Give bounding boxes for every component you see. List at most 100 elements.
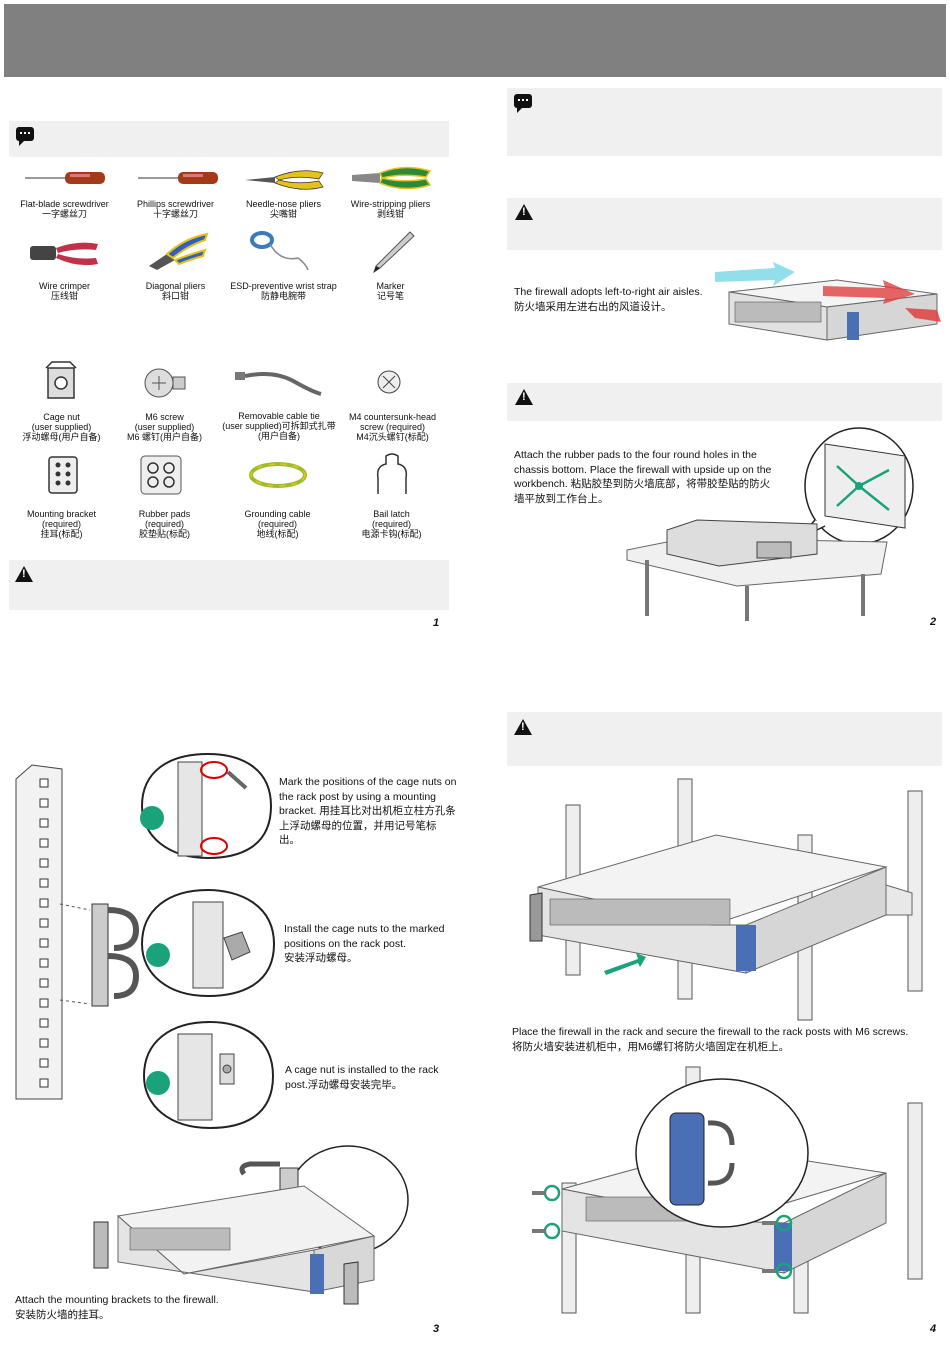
part-line: 电源卡钩(标配): [361, 529, 422, 539]
phillips-screwdriver-icon: [138, 172, 218, 184]
part-line: (用户自备): [258, 431, 300, 441]
part-line: Bail latch: [373, 509, 410, 519]
step1-callout: [140, 752, 273, 860]
page-number: 1: [433, 617, 440, 629]
part-line: M6 螺钉(用户自备): [127, 432, 202, 442]
warning-box: [507, 712, 942, 766]
step-2-dot: [146, 943, 170, 967]
step3-text-zh: 浮动螺母安装完毕。: [307, 1078, 403, 1091]
part-line: (required): [144, 519, 184, 529]
tool-name-zh: 十字螺丝刀: [152, 209, 198, 219]
page-number: 2: [930, 616, 937, 628]
step2-text: Install the cage nuts to the marked posi…: [284, 922, 456, 966]
tool-name-en: Marker: [376, 281, 405, 291]
rack-text-en: Place the firewall in the rack and secur…: [512, 1026, 909, 1038]
tool-name-en: ESD-preventive wrist strap: [230, 281, 337, 291]
part-line: (required): [41, 519, 81, 529]
tool-name-zh: 尖嘴钳: [269, 209, 297, 219]
cage-nut-icon: [45, 361, 77, 399]
part-line: M4 countersunk-head: [348, 412, 437, 422]
rack-text-zh: 将防火墙安装进机柜中，用M6螺钉将防火墙固定在机柜上。: [512, 1040, 790, 1053]
part-line: (user supplied)可拆卸式扎带: [222, 421, 336, 431]
rack-text: Place the firewall in the rack and secur…: [512, 1025, 940, 1054]
rack-install-illustration: [529, 778, 923, 1021]
part-caption: Grounding cable(required)地线(标配): [220, 509, 335, 539]
warning-icon: [15, 566, 33, 582]
part-caption: Cage nut(user supplied)浮动螺母(用户自备): [4, 412, 119, 442]
rubber-pads-text: Attach the rubber pads to the four round…: [514, 449, 772, 505]
mounting-bracket-icon: [48, 456, 78, 494]
note-icon: [16, 127, 34, 146]
step3-callout: [142, 1020, 275, 1130]
step3-text-en: A cage nut is installed to the rack post…: [285, 1064, 439, 1091]
m4-screw-icon: [377, 370, 401, 394]
workbench-illustration: [626, 427, 914, 621]
part-line: Cage nut: [43, 412, 80, 422]
tool-name-zh: 一字螺丝刀: [41, 209, 87, 219]
tool-name-en: Phillips screwdriver: [136, 199, 215, 209]
part-line: Mounting bracket: [26, 509, 97, 519]
tool-name-zh: 压线钳: [50, 291, 78, 301]
cable-tie-icon: [235, 372, 322, 396]
step1-text-en: Mark the positions of the cage nuts on t…: [279, 776, 457, 817]
note-box: [9, 121, 449, 157]
part-line: (required): [371, 519, 411, 529]
airflow-text: The firewall adopts left-to-right air ai…: [514, 285, 724, 314]
part-line: 挂耳(标配): [40, 529, 83, 539]
tool-name-en: Needle-nose pliers: [245, 199, 322, 209]
warning-icon: [515, 204, 533, 220]
part-caption: Rubber pads(required)胶垫贴(标配): [107, 509, 222, 539]
step3-text: A cage nut is installed to the rack post…: [285, 1063, 455, 1092]
bail-latch-icon: [376, 453, 408, 494]
page-number: 3: [433, 1323, 440, 1335]
tool-name-en: Wire crimper: [39, 281, 90, 291]
part-line: Rubber pads: [138, 509, 191, 519]
part-line: M6 screw: [145, 412, 184, 422]
step1-text: Mark the positions of the cage nuts on t…: [279, 775, 457, 848]
step2-callout: [140, 888, 276, 998]
part-caption: Removable cable tie(user supplied)可拆卸式扎带…: [214, 411, 344, 441]
part-line: Grounding cable: [244, 509, 311, 519]
wire-crimper-icon: [30, 242, 98, 266]
bracket-firewall-illustration: [93, 1145, 409, 1305]
part-caption: Bail latch(required)电源卡钩(标配): [334, 509, 449, 539]
tool-name-zh: 记号笔: [376, 291, 404, 301]
airflow-text-zh: 防火墙采用左进右出的风道设计。: [514, 300, 672, 313]
step1-text-zh: 用挂耳比对出机柜立柱方孔条上浮动螺母的位置，并用记号笔标出。: [279, 805, 456, 846]
part-caption: M6 screw(user supplied)M6 螺钉(用户自备): [107, 412, 222, 442]
part-line: 地线(标配): [256, 529, 299, 539]
note-icon: [514, 94, 532, 113]
tool-name-en: Diagonal pliers: [145, 281, 206, 291]
part-line: (required): [257, 519, 297, 529]
bracket-alignment-illustration: [59, 903, 140, 1007]
note-box: [507, 88, 942, 156]
part-line: M4沉头螺钉(标配): [356, 432, 429, 442]
bracket-text: Attach the mounting brackets to the fire…: [15, 1293, 275, 1322]
m6-screw-icon: [144, 368, 186, 398]
warning-box: [9, 560, 449, 610]
grounding-cable-icon: [249, 462, 307, 488]
airflow-illustration: [715, 262, 941, 341]
screw-fasten-illustration: [532, 1066, 923, 1314]
airflow-text-en: The firewall adopts left-to-right air ai…: [514, 286, 703, 298]
part-line: (user supplied): [134, 422, 195, 432]
rubber-pads-icon: [140, 455, 182, 495]
bracket-text-zh: 安装防火墙的挂耳。: [15, 1308, 110, 1321]
warning-box: [507, 198, 942, 250]
page-number: 4: [930, 1323, 937, 1335]
step2-text-zh: 安装浮动螺母。: [284, 952, 358, 964]
part-line: 胶垫贴(标配): [139, 529, 190, 539]
part-line: Removable cable tie: [238, 411, 320, 421]
step-3-dot: [146, 1071, 170, 1095]
wrist-strap-icon: [250, 231, 309, 271]
rack-post-illustration: [15, 764, 63, 1100]
flat-screwdriver-icon: [25, 172, 105, 184]
